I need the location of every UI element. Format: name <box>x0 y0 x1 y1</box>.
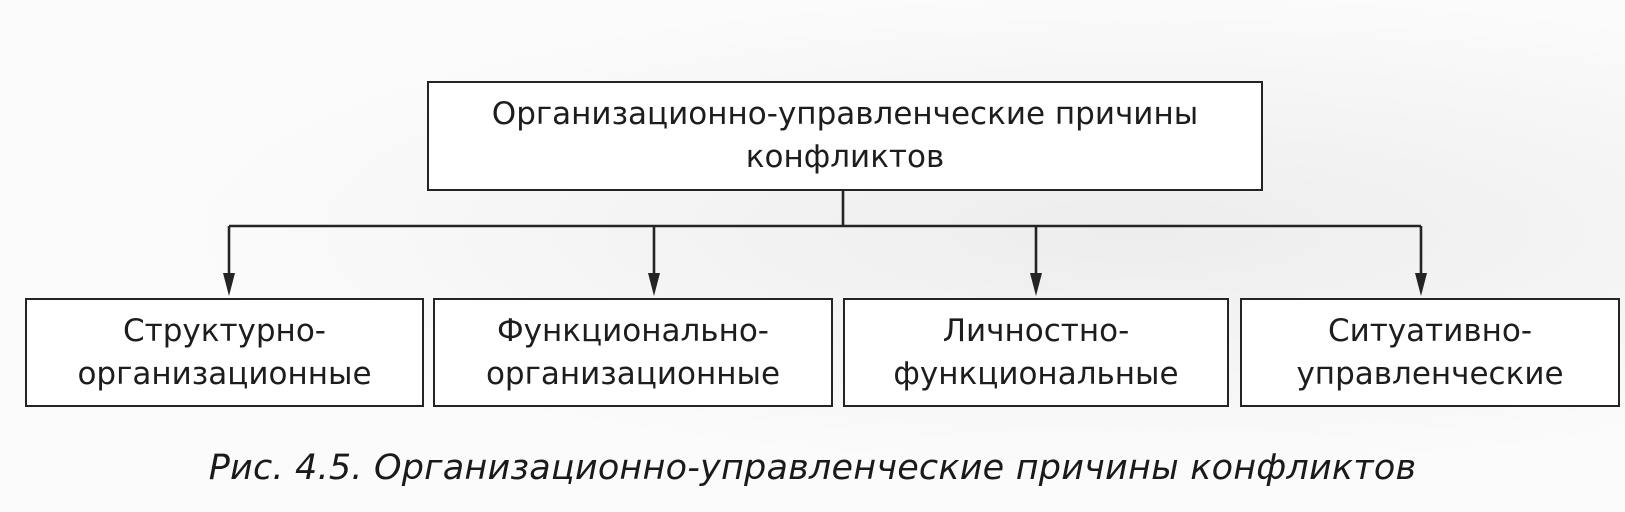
child-node-line-2: управленческие <box>1296 355 1564 392</box>
root-node-box: Организационно-управленческие причины ко… <box>427 81 1263 191</box>
root-node-text: Организационно-управленческие причины ко… <box>492 93 1198 179</box>
child-node-text: Ситуативно- управленческие <box>1296 310 1563 396</box>
child-node-situational: Ситуативно- управленческие <box>1240 298 1620 407</box>
child-node-line-2: организационные <box>77 355 372 392</box>
child-node-line-1: Функционально- <box>496 312 769 349</box>
child-node-text: Личностно- функциональные <box>893 310 1178 396</box>
child-node-line-2: организационные <box>485 355 781 392</box>
arrow-to-child-2 <box>648 226 660 296</box>
child-node-line-1: Ситуативно- <box>1327 312 1533 349</box>
child-node-text: Функционально- организационные <box>486 310 780 396</box>
child-node-line-2: функциональные <box>893 355 1179 392</box>
child-node-personal: Личностно- функциональные <box>843 298 1229 407</box>
root-node-line-1: Организационно-управленческие причины <box>491 96 1199 132</box>
child-node-line-1: Личностно- <box>942 312 1130 349</box>
arrow-to-child-4 <box>1415 226 1427 296</box>
child-node-structural: Структурно- организационные <box>25 298 424 407</box>
arrow-to-child-1 <box>223 226 235 296</box>
root-node-line-2: конфликтов <box>745 139 945 175</box>
child-node-text: Структурно- организационные <box>77 310 371 396</box>
child-node-functional: Функционально- организационные <box>433 298 833 407</box>
arrow-to-child-3 <box>1030 226 1042 296</box>
child-node-line-1: Структурно- <box>123 312 326 349</box>
figure-caption: Рис. 4.5. Организационно-управленческие … <box>208 448 1417 488</box>
